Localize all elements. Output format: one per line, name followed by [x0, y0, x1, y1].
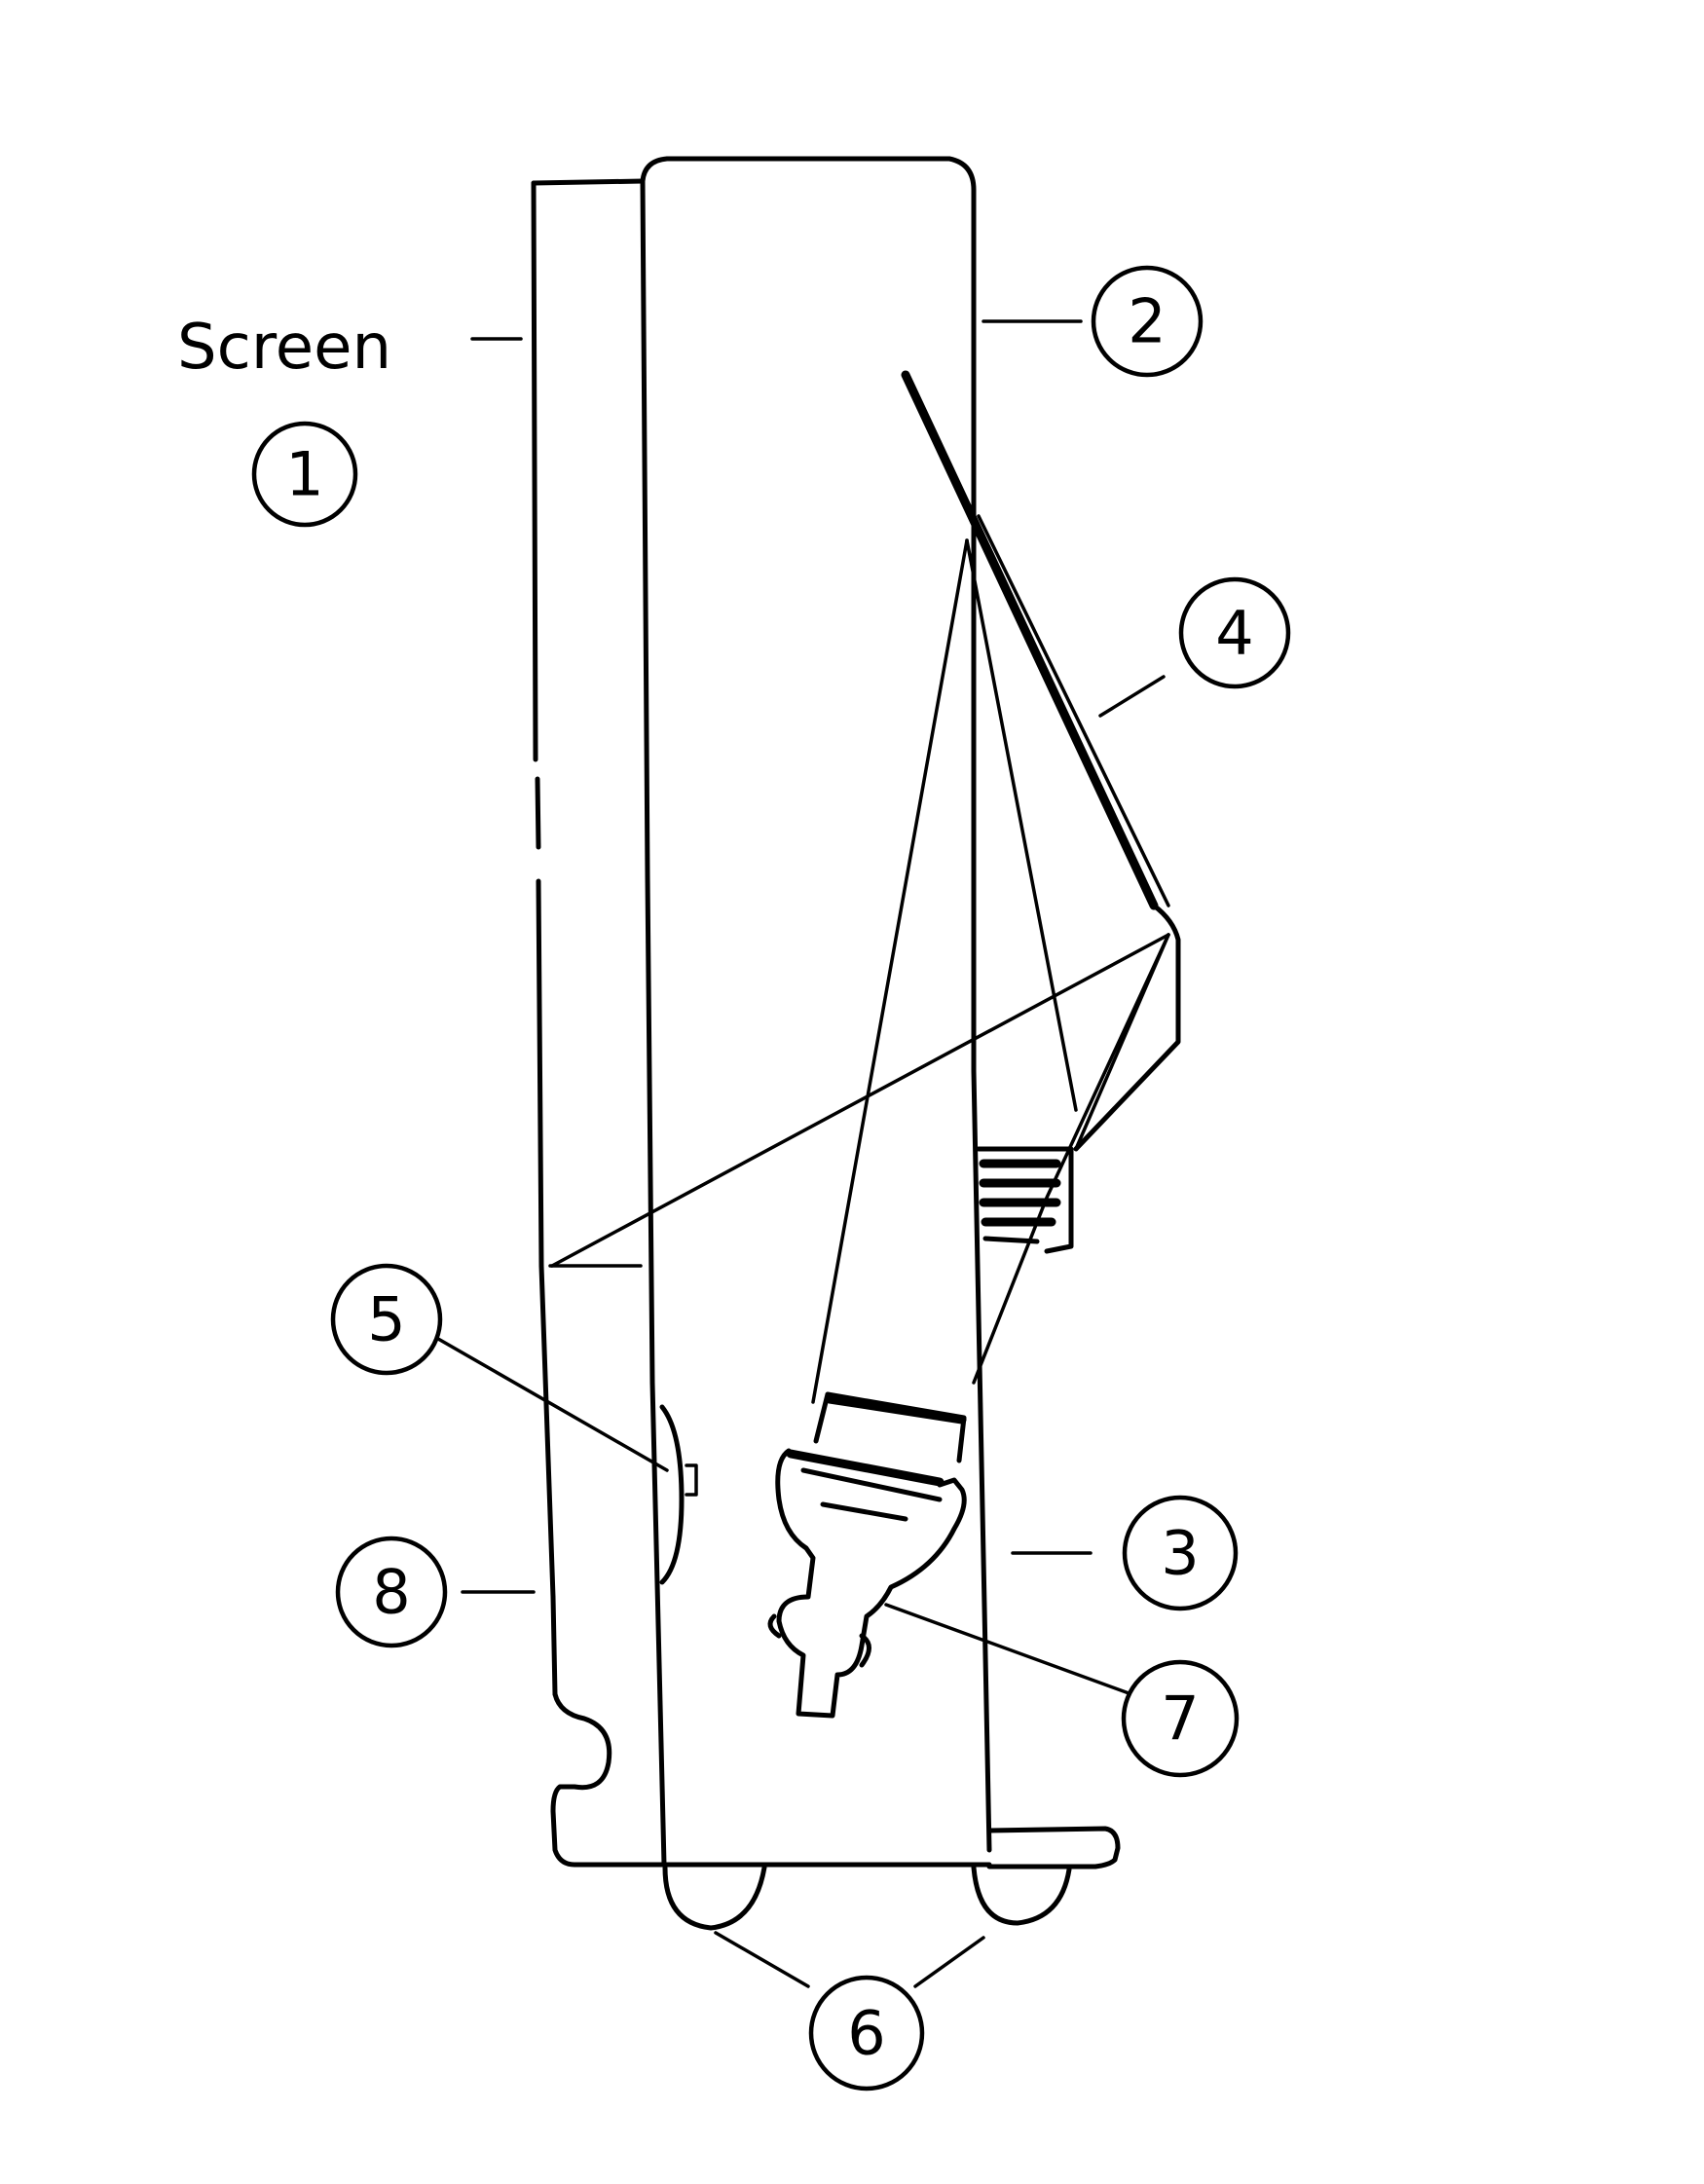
- callout-3-circle: [1122, 1495, 1239, 1611]
- callout-6-text: 6: [847, 1998, 885, 2069]
- callout-2-circle: [1091, 265, 1204, 378]
- callout-4-text: 4: [1215, 598, 1253, 669]
- callout-7-text: 7: [1161, 1684, 1199, 1755]
- wheels: [662, 1865, 1072, 1931]
- callout-1-circle: [251, 421, 358, 528]
- callout-4: 4: [1178, 576, 1291, 689]
- lens-stack: [976, 1146, 1074, 1254]
- callout-2: 2: [1091, 265, 1204, 378]
- callout-1: 1: [251, 421, 358, 528]
- callout-5-text: 5: [367, 1284, 405, 1355]
- callout-1-text: 1: [285, 439, 323, 510]
- screen-panel: [531, 178, 665, 1868]
- callout-3-text: 3: [1161, 1518, 1199, 1589]
- callout-3: 3: [1122, 1495, 1239, 1611]
- leader-lines: [436, 319, 1166, 1988]
- callout-5: 5: [330, 1263, 443, 1376]
- callout-2-text: 2: [1128, 286, 1166, 357]
- callout-4-circle: [1178, 576, 1291, 689]
- callout-6: 6: [808, 1975, 925, 2091]
- side-component: [659, 1404, 698, 1585]
- projector: [767, 1391, 967, 1719]
- callout-8: 8: [335, 1536, 448, 1648]
- wheel-right: [971, 1865, 1072, 1926]
- projection-beams: [550, 538, 1170, 1404]
- callout-5-circle: [330, 1263, 443, 1376]
- callout-7: 7: [1121, 1659, 1240, 1778]
- callout-6-circle: [808, 1975, 925, 2091]
- callout-8-circle: [335, 1536, 448, 1648]
- main-cabinet: [640, 156, 1121, 1869]
- screen-label: Screen: [177, 312, 391, 384]
- callout-7-circle: [1121, 1659, 1240, 1778]
- wheel-left: [662, 1865, 767, 1931]
- callout-8-text: 8: [372, 1557, 410, 1628]
- mirror-panel: [901, 370, 1181, 1152]
